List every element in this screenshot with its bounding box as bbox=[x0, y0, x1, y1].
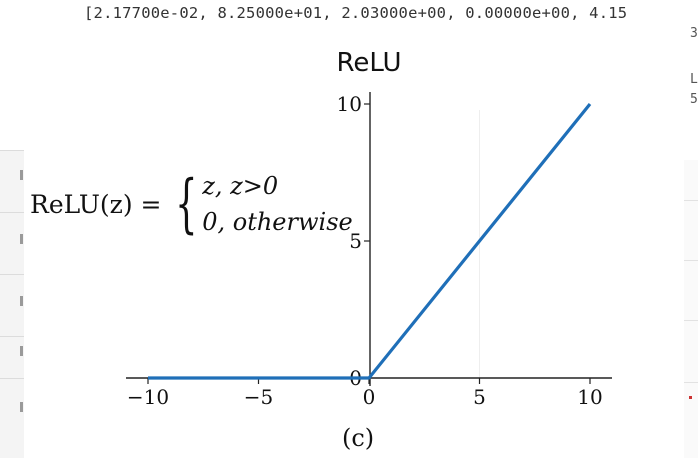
right-gutter bbox=[684, 160, 698, 458]
figure-caption: (c) bbox=[342, 424, 375, 452]
formula-lhs: ReLU(z) = bbox=[30, 189, 162, 219]
right-edge-glyph: L bbox=[690, 72, 698, 87]
formula-cases: z, z>0 0, otherwise bbox=[202, 168, 353, 240]
x-tick-label: 10 bbox=[577, 385, 602, 409]
formula-case-positive: z, z>0 bbox=[202, 172, 279, 200]
relu-formula: ReLU(z) = { z, z>0 0, otherwise bbox=[30, 168, 353, 240]
y-tick-label: 10 bbox=[337, 92, 362, 116]
code-output-line: [2.17700e-02, 8.25000e+01, 2.03000e+00, … bbox=[84, 4, 628, 22]
relu-series-line bbox=[148, 102, 592, 380]
chart-title: ReLU bbox=[336, 48, 401, 78]
x-tick-label: −5 bbox=[244, 385, 273, 409]
x-tick-label: 5 bbox=[473, 385, 486, 409]
left-gutter bbox=[0, 150, 24, 458]
formula-case-otherwise: 0, otherwise bbox=[202, 208, 353, 236]
chart-marks bbox=[148, 102, 592, 380]
formula-brace: { bbox=[174, 167, 198, 241]
right-edge-glyph: 3 bbox=[690, 26, 698, 41]
x-tick-label: −10 bbox=[127, 385, 169, 409]
x-tick-label: 0 bbox=[363, 385, 376, 409]
y-tick-label: 5 bbox=[349, 229, 362, 253]
right-edge-glyph: 5 bbox=[690, 92, 698, 107]
